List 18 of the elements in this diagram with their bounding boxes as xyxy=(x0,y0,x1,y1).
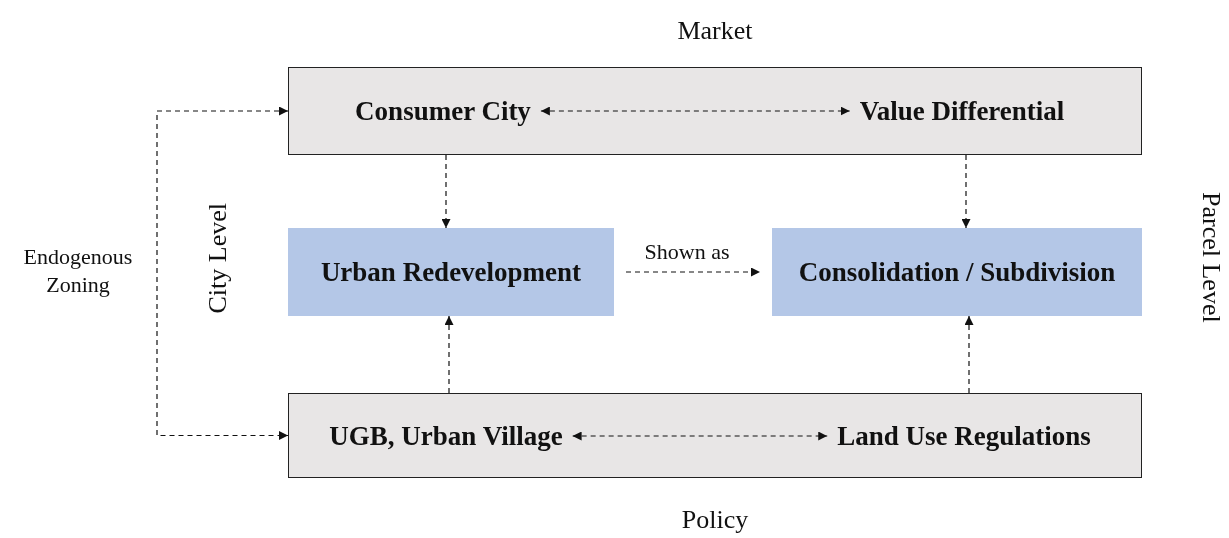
dashed-arrow xyxy=(572,431,828,441)
factor-label: UGB, Urban Village xyxy=(329,420,563,452)
process-box: Consolidation / Subdivision xyxy=(772,228,1142,316)
band-heading: Market xyxy=(677,16,753,46)
factor-label: Consumer City xyxy=(355,95,531,127)
dashed-arrow xyxy=(625,267,761,277)
dashed-arrow xyxy=(540,106,851,116)
dashed-arrow xyxy=(441,154,451,229)
dashed-arrow xyxy=(961,154,971,229)
dashed-arrow xyxy=(444,315,454,394)
dashed-arrow xyxy=(156,106,289,440)
band-heading: Policy xyxy=(681,505,749,535)
factor-label: Value Differential xyxy=(859,95,1065,127)
dashed-arrow xyxy=(964,315,974,394)
factor-label: Land Use Regulations xyxy=(837,420,1091,452)
level-label: City Level xyxy=(203,203,233,314)
process-box: Urban Redevelopment xyxy=(288,228,614,316)
level-label: Parcel Level xyxy=(1196,192,1226,323)
